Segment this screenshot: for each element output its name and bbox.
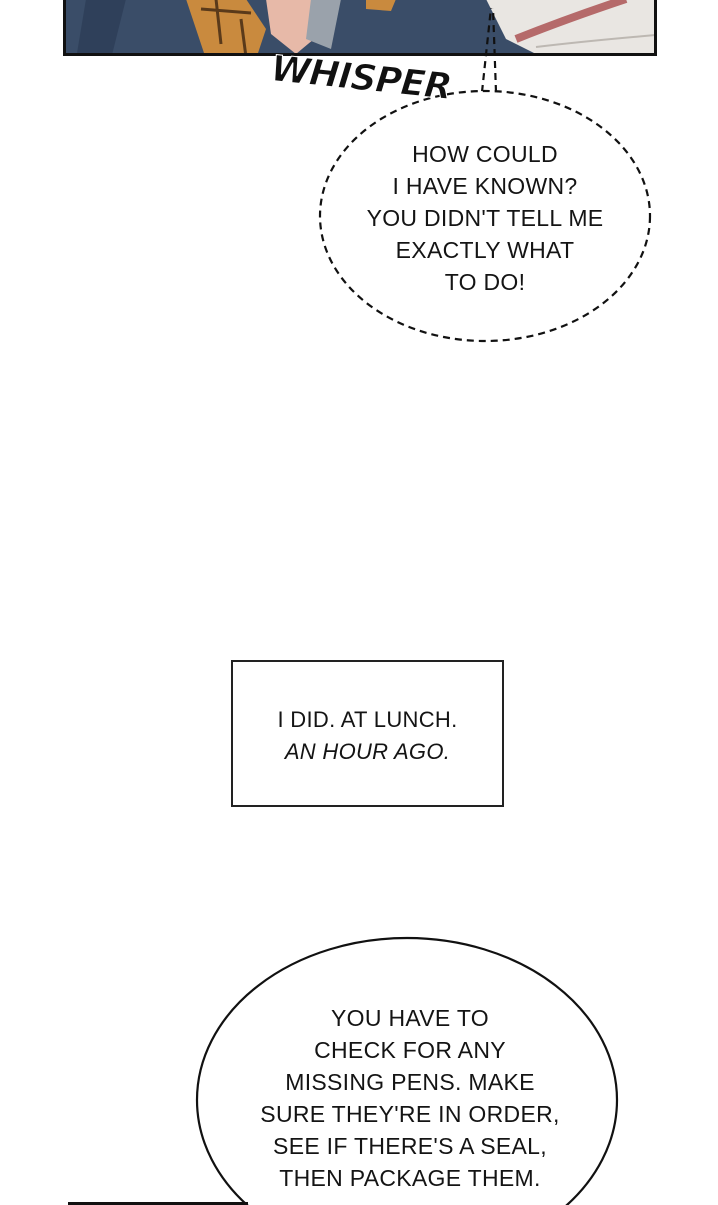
speech-line: CHECK FOR ANY (314, 1037, 506, 1063)
sleeve-shape (306, 0, 341, 49)
bubble-line: YOU DIDN'T TELL ME (366, 205, 604, 231)
speech-bubble (195, 936, 619, 1205)
pen-shape (514, 0, 628, 43)
speech-line: SEE IF THERE'S A SEAL, (273, 1133, 547, 1159)
comic-panel-top (63, 0, 657, 56)
narration-line: AN HOUR AGO. (284, 739, 451, 764)
panel-artwork (66, 0, 654, 53)
speech-line: MISSING PENS. MAKE (285, 1069, 535, 1095)
narration-text: I DID. AT LUNCH. AN HOUR AGO. (231, 704, 504, 768)
bubble-line: I HAVE KNOWN? (392, 173, 578, 199)
narration-box (231, 660, 504, 807)
speech-bubble-text: YOU HAVE TO CHECK FOR ANY MISSING PENS. … (220, 1002, 600, 1194)
bubble-line: TO DO! (444, 269, 526, 295)
bubble-outline (318, 89, 652, 343)
speech-line: THEN PACKAGE THEM. (279, 1165, 541, 1191)
bubble-line: EXACTLY WHAT (395, 237, 575, 263)
narration-line: I DID. AT LUNCH. (277, 707, 458, 732)
speech-line: YOU HAVE TO (331, 1005, 489, 1031)
coat-fold-shape (77, 0, 126, 53)
bubble-tail-line (491, 7, 498, 93)
bubble-line: HOW COULD (412, 141, 558, 167)
panel-edge-line (68, 1202, 248, 1205)
whisper-sfx: WHISPER (268, 48, 453, 109)
whisper-bubble (318, 7, 652, 343)
speech-line: SURE THEY'RE IN ORDER, (260, 1101, 560, 1127)
speech-bubble-outline (195, 936, 619, 1205)
svg-text:WHISPER: WHISPER (269, 48, 453, 108)
whisper-bubble-text: HOW COULD I HAVE KNOWN? YOU DIDN'T TELL … (360, 138, 610, 298)
